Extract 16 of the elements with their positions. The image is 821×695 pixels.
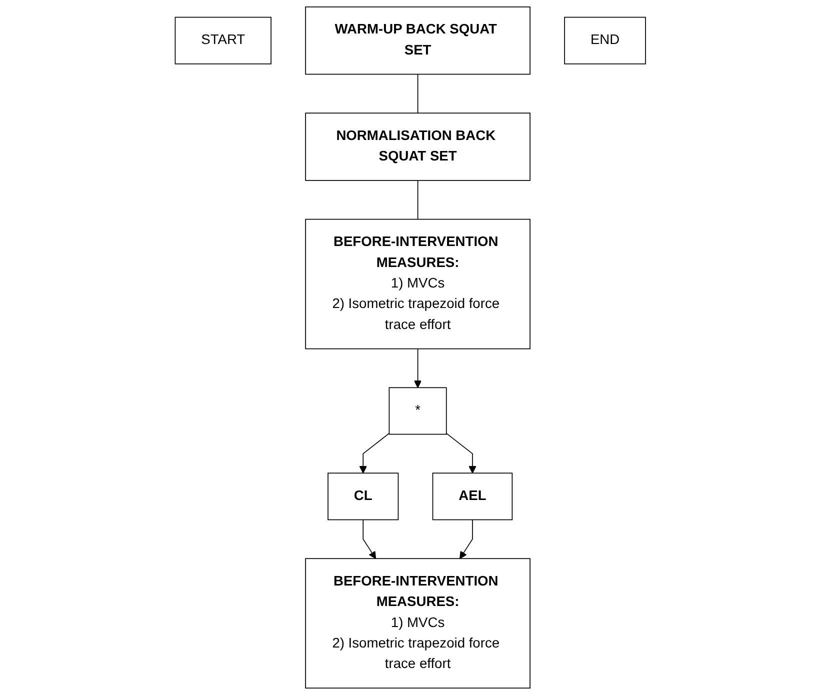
arrow bbox=[446, 432, 476, 474]
arrow bbox=[414, 348, 422, 388]
node-box: START bbox=[174, 16, 272, 64]
node-box: WARM-UP BACK SQUAT SET bbox=[305, 6, 531, 75]
arrow bbox=[359, 432, 390, 474]
arrow bbox=[460, 519, 474, 559]
node-box: BEFORE-INTERVENTION MEASURES: 1) MVCs 2) Isometric trapezoid force trace effort bbox=[305, 558, 531, 689]
arrow bbox=[362, 519, 376, 559]
node-box: * bbox=[388, 387, 447, 435]
connector bbox=[417, 74, 418, 114]
node-box: END bbox=[564, 16, 646, 64]
node-box: BEFORE-INTERVENTION MEASURES: 1) MVCs 2) Isometric trapezoid force trace effort bbox=[305, 218, 531, 350]
node-box: CL bbox=[328, 472, 399, 520]
node-box: NORMALISATION BACK SQUAT SET bbox=[305, 112, 531, 181]
node-box: AEL bbox=[432, 472, 513, 520]
connector bbox=[417, 180, 418, 220]
